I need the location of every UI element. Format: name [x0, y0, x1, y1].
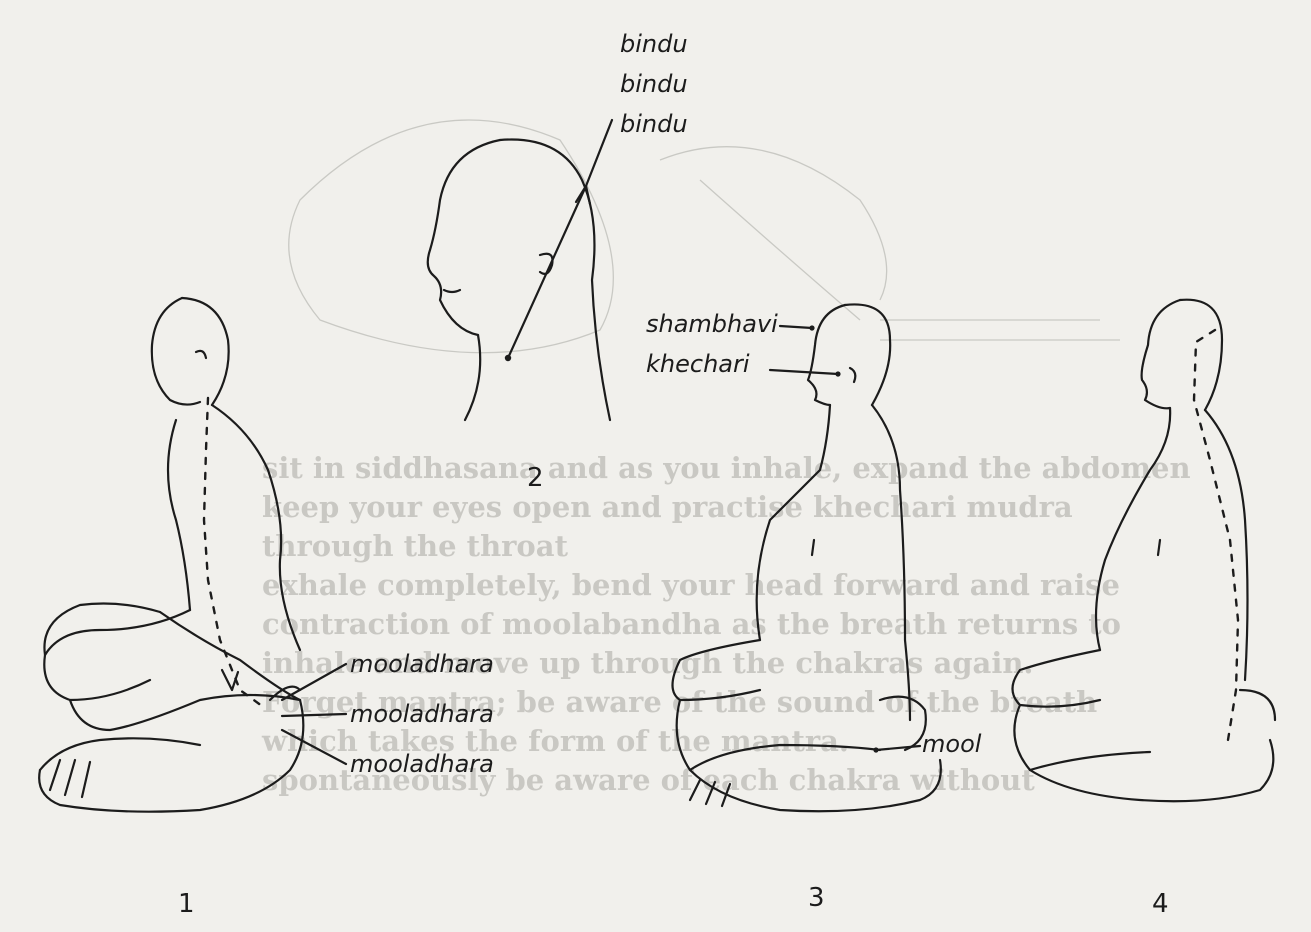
figure-number: 3 — [808, 883, 825, 913]
bleed-line: keep your eyes open and practise khechar… — [262, 490, 1073, 524]
mooladhara-label: mooladhara — [350, 650, 494, 678]
figure-number: 4 — [1152, 889, 1169, 919]
khechari-label: khechari — [646, 350, 750, 378]
bleed-through-text: sit in siddhasana and as you inhale, exp… — [261, 451, 1191, 797]
shambhavi-label: shambhavi — [646, 310, 778, 338]
bindu-label: bindu — [620, 70, 688, 98]
figure-number: 1 — [178, 889, 195, 919]
bindu-label: bindu — [620, 110, 688, 138]
figure-2-head-profile — [428, 120, 612, 420]
figure-number: 2 — [527, 463, 544, 493]
bleed-line: sit in siddhasana and as you inhale, exp… — [262, 451, 1191, 485]
bleed-line: through the throat — [262, 529, 569, 563]
mooladhara-label: mooladhara — [350, 700, 494, 728]
bindu-label: bindu — [620, 30, 688, 58]
bleed-line: contraction of moolabandha as the breath… — [262, 607, 1121, 641]
mool-label: mool — [922, 730, 982, 758]
bindu-labels: bindu bindu bindu — [620, 30, 688, 138]
figure-4-seated-upright — [1013, 300, 1276, 802]
bleed-line: exhale completely, bend your head forwar… — [262, 568, 1120, 602]
mooladhara-label: mooladhara — [350, 750, 494, 778]
